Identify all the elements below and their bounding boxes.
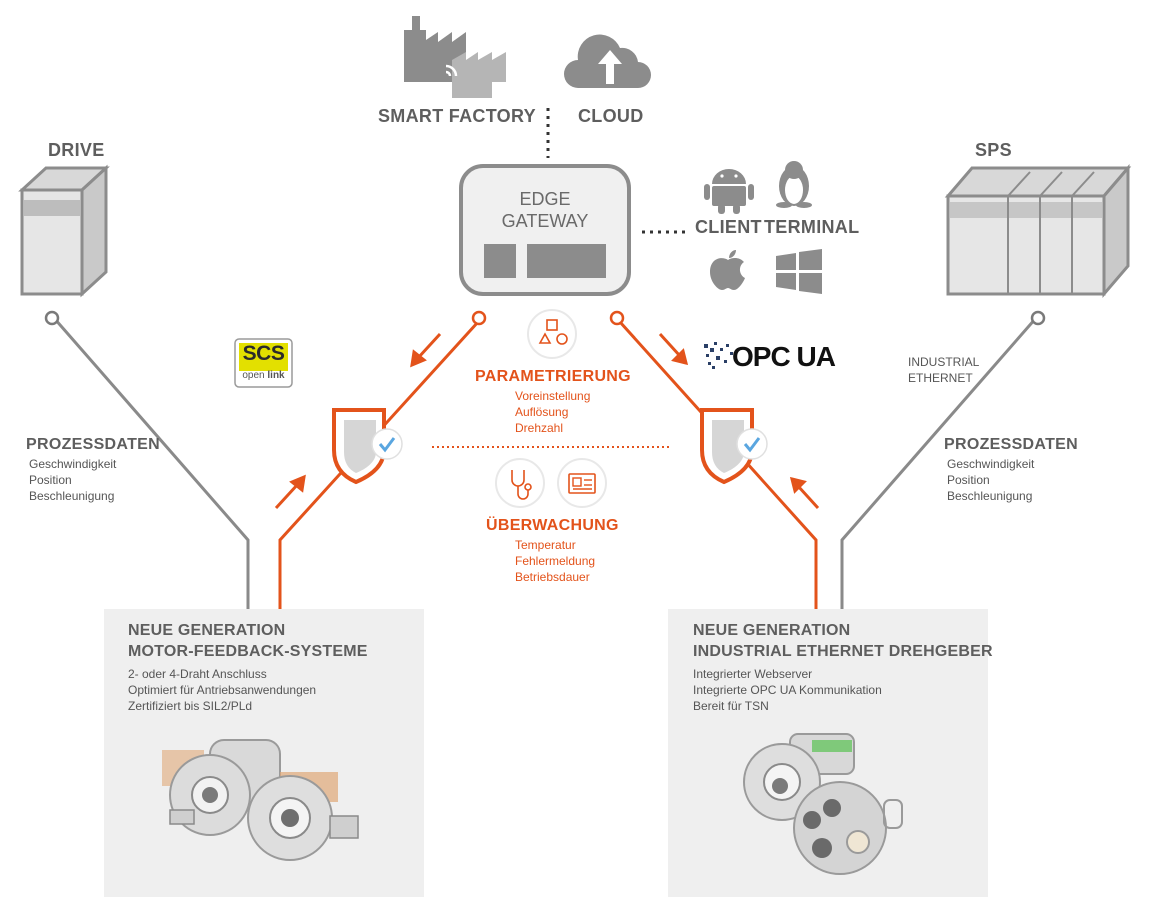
apple-icon xyxy=(710,250,745,290)
scs-logo-small: open link xyxy=(235,369,292,383)
drive-device xyxy=(18,164,110,298)
check-icon-right xyxy=(743,437,761,453)
shield-icon-right xyxy=(700,408,768,485)
encoder-image-left xyxy=(162,739,359,861)
parametrierung-title: PARAMETRIERUNG xyxy=(475,368,631,385)
wire-left-orange xyxy=(278,320,480,609)
linux-icon xyxy=(776,161,812,208)
cloud-label: CLOUD xyxy=(578,106,644,126)
prozessdaten-left-item: Beschleunigung xyxy=(29,489,115,503)
prozessdaten-right-item: Beschleunigung xyxy=(947,489,1033,503)
scs-logo-big: SCS xyxy=(242,342,285,365)
industrial-ethernet-label: INDUSTRIAL ETHERNET xyxy=(908,354,979,386)
android-icon xyxy=(704,169,754,214)
ueberwachung-title: ÜBERWACHUNG xyxy=(486,517,619,534)
arrow-icon-left-up xyxy=(274,474,306,510)
check-icon-left xyxy=(378,437,396,453)
wire-left-gray-node xyxy=(44,310,60,326)
panel-right-title1: NEUE GENERATION xyxy=(693,622,851,639)
sps-label: SPS xyxy=(975,140,1012,160)
smart-factory-label: SMART FACTORY xyxy=(378,106,536,126)
id-card-icon xyxy=(557,458,607,508)
ueberwachung-item: Fehlermeldung xyxy=(515,554,596,568)
prozessdaten-right-item: Geschwindigkeit xyxy=(947,457,1035,471)
arrow-icon-left-down xyxy=(410,332,442,368)
drive-label: DRIVE xyxy=(48,140,105,160)
wire-left-gray xyxy=(52,317,250,609)
shapes-icon xyxy=(527,309,577,359)
scs-logo: SCS open link xyxy=(235,339,292,387)
opcua-logo-mosaic xyxy=(704,342,733,369)
prozessdaten-left: PROZESSDATEN Geschwindigkeit Position Be… xyxy=(26,436,160,504)
prozessdaten-left-title: PROZESSDATEN xyxy=(26,436,160,453)
ueberwachung-item: Betriebsdauer xyxy=(515,570,590,584)
edge-gateway-title: EDGE GATEWAY xyxy=(465,188,625,232)
opcua-logo: OPC UA xyxy=(732,341,836,373)
panel-left-item: Optimiert für Antriebsanwendungen xyxy=(128,683,317,697)
prozessdaten-left-item: Position xyxy=(29,473,72,487)
panel-right-item: Integrierter Webserver xyxy=(693,667,813,681)
encoder-image-right xyxy=(743,733,903,875)
prozessdaten-right-items: Geschwindigkeit Position Beschleunigung xyxy=(947,456,1078,504)
terminal-label: TERMINAL xyxy=(764,217,860,237)
parametrierung-item: Auflösung xyxy=(515,405,569,419)
panel-right-title2: INDUSTRIAL ETHERNET DREHGEBER xyxy=(693,643,993,660)
panel-left-item: 2- oder 4-Draht Anschluss xyxy=(128,667,267,681)
panel-right-text: NEUE GENERATION INDUSTRIAL ETHERNET DREH… xyxy=(693,620,993,714)
panel-left-item: Zertifiziert bis SIL2/PLd xyxy=(128,699,253,713)
panel-left-text: NEUE GENERATION MOTOR-FEEDBACK-SYSTEME 2… xyxy=(128,620,368,714)
edge-gateway-line2: GATEWAY xyxy=(501,211,589,231)
prozessdaten-right: PROZESSDATEN Geschwindigkeit Position Be… xyxy=(944,436,1078,504)
prozessdaten-right-title: PROZESSDATEN xyxy=(944,436,1078,453)
panel-right-item: Integrierte OPC UA Kommunikation xyxy=(693,683,882,697)
arrow-icon-right-down xyxy=(658,332,689,366)
scs-logo-frame xyxy=(234,338,293,388)
arrow-icon-right-up xyxy=(789,476,820,510)
edge-gateway-line1: EDGE xyxy=(519,189,571,209)
stethoscope-icon xyxy=(495,458,545,508)
wire-right-orange-node xyxy=(609,310,625,326)
industrial-ethernet-line1: INDUSTRIAL xyxy=(908,355,980,369)
panel-right-item: Bereit für TSN xyxy=(693,699,769,713)
edge-gateway-box xyxy=(459,164,631,296)
ueberwachung-item: Temperatur xyxy=(515,538,576,552)
shield-icon-left xyxy=(332,408,403,485)
wire-right-gray-node xyxy=(1030,310,1046,326)
prozessdaten-right-item: Position xyxy=(947,473,990,487)
scs-logo-small-a: open xyxy=(242,370,268,381)
windows-icon xyxy=(776,249,822,294)
prozessdaten-left-item: Geschwindigkeit xyxy=(29,457,117,471)
parametrierung-items: Voreinstellung Auflösung Drehzahl xyxy=(515,388,631,436)
parametrierung-item: Drehzahl xyxy=(515,421,564,435)
factory-icon xyxy=(404,16,506,98)
wire-right-gray xyxy=(840,317,1038,609)
scs-logo-small-b: link xyxy=(267,370,285,381)
wire-left-orange-node xyxy=(471,310,487,326)
opcua-logo-word1: OPC xyxy=(732,341,791,372)
ueberwachung-block: ÜBERWACHUNG Temperatur Fehlermeldung Bet… xyxy=(486,517,619,585)
parametrierung-item: Voreinstellung xyxy=(515,389,591,403)
ueberwachung-items: Temperatur Fehlermeldung Betriebsdauer xyxy=(515,537,619,585)
prozessdaten-left-items: Geschwindigkeit Position Beschleunigung xyxy=(29,456,160,504)
cloud-icon xyxy=(564,34,651,88)
wire-right-orange xyxy=(618,320,818,609)
parametrierung-block: PARAMETRIERUNG Voreinstellung Auflösung … xyxy=(475,368,631,436)
opcua-logo-word2: UA xyxy=(796,341,835,372)
industrial-ethernet-line2: ETHERNET xyxy=(908,371,973,385)
panel-left-title2: MOTOR-FEEDBACK-SYSTEME xyxy=(128,643,368,660)
panel-left-title1: NEUE GENERATION xyxy=(128,622,286,639)
sps-device xyxy=(944,163,1132,299)
client-label: CLIENT xyxy=(695,217,762,237)
